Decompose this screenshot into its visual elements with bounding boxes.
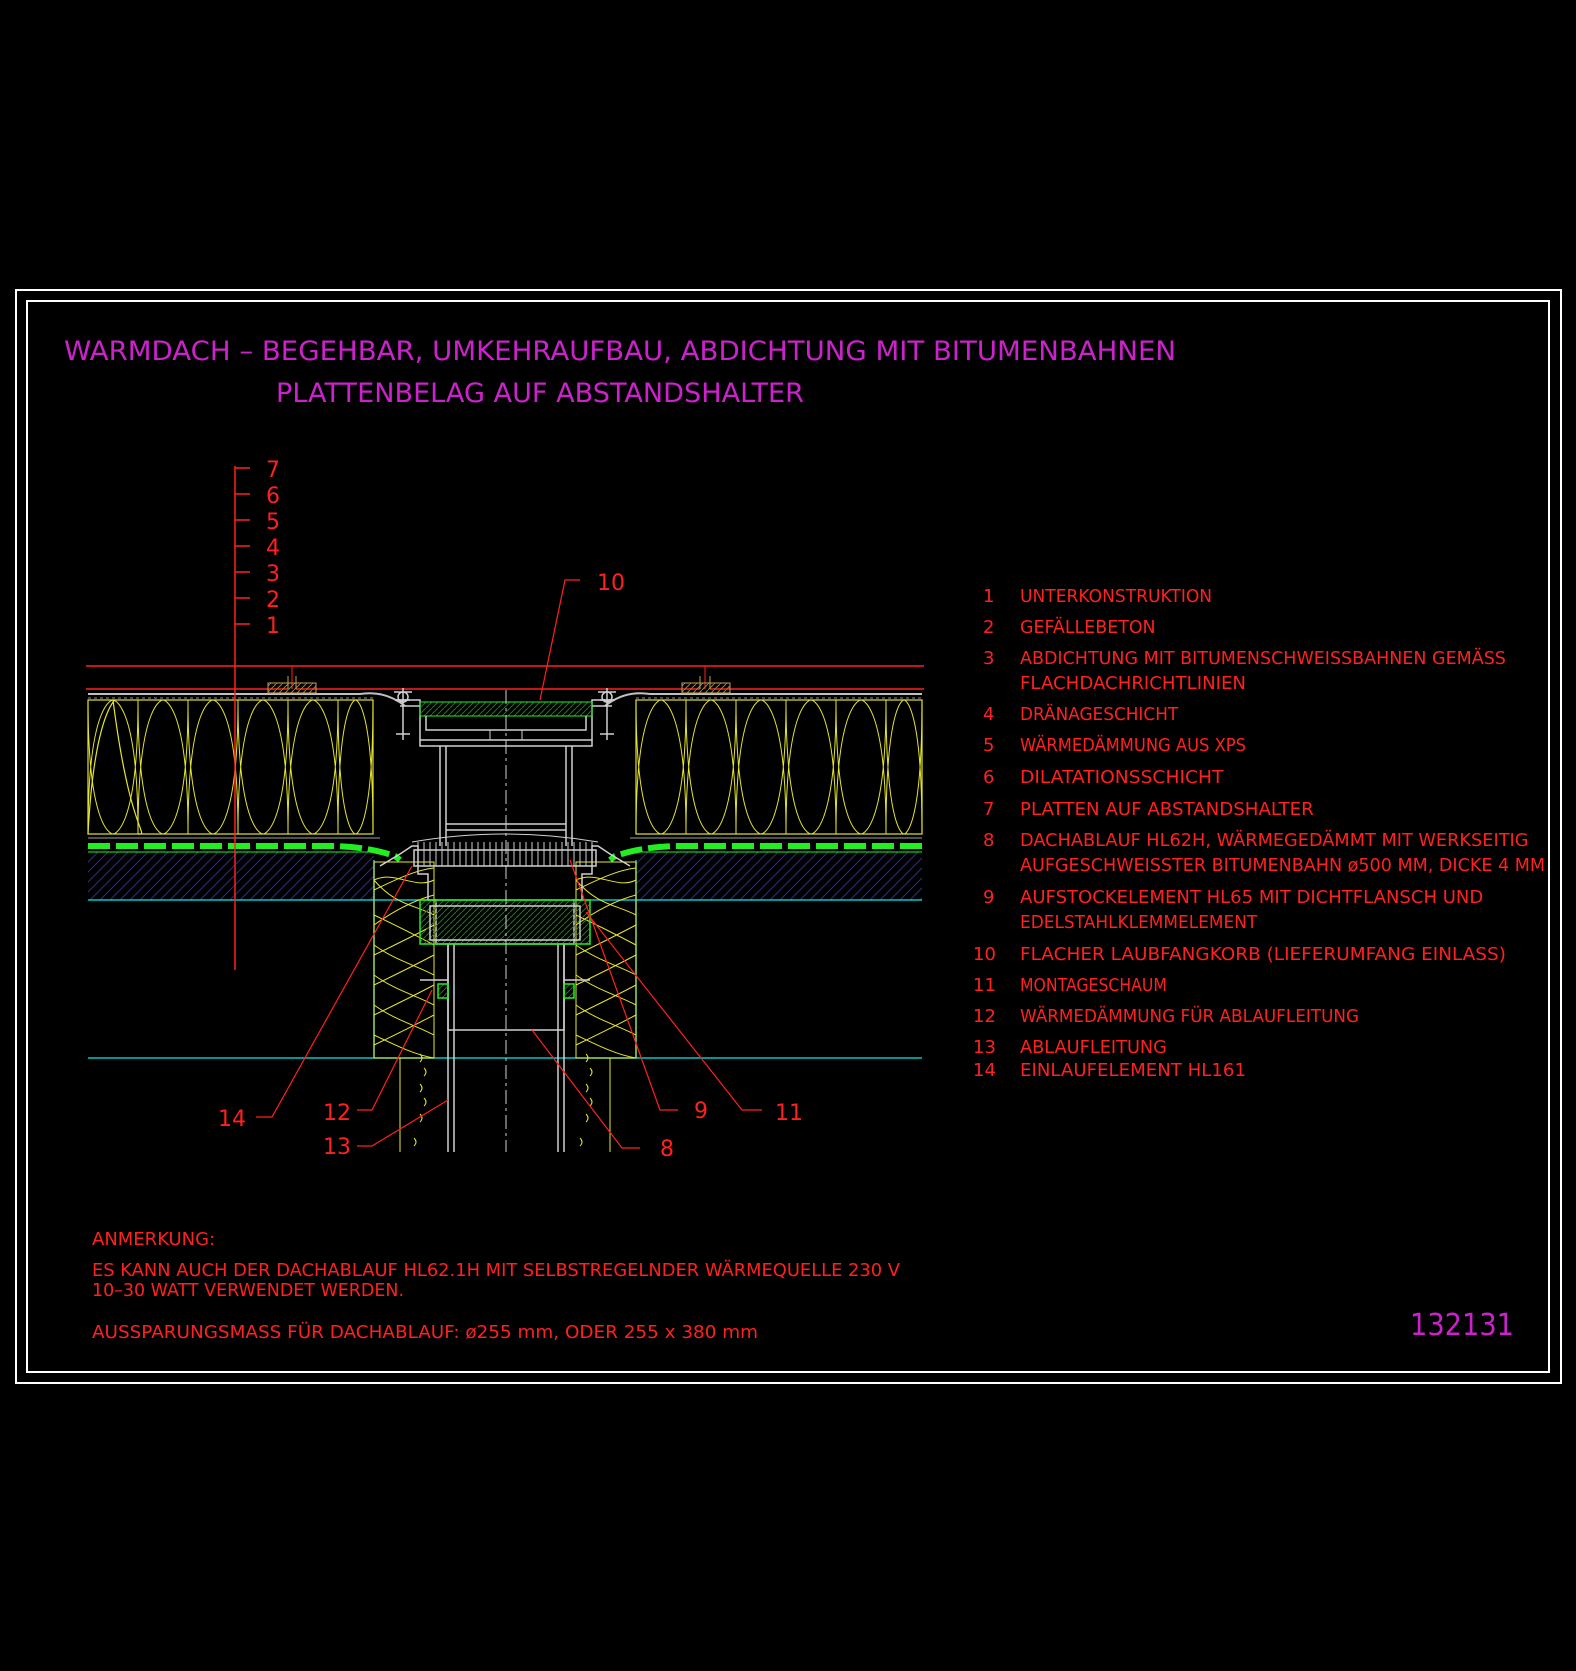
leader-lines xyxy=(256,579,762,1149)
roof-drain-body xyxy=(379,845,631,1031)
callout-10: 10 xyxy=(597,571,625,596)
legend-number: 5 xyxy=(983,735,994,756)
notes-line-2: 10–30 WATT VERWENDET WERDEN. xyxy=(92,1280,404,1301)
outer-frame xyxy=(15,289,1562,1384)
legend-number: 9 xyxy=(983,887,994,908)
legend-text: MONTAGESCHAUM xyxy=(1020,975,1167,996)
layer-scale-label: 7 xyxy=(266,458,280,483)
callout-11: 11 xyxy=(775,1101,803,1126)
layer-scale-label: 4 xyxy=(266,536,280,561)
legend-text: DACHABLAUF HL62H, WÄRMEGEDÄMMT MIT WERKS… xyxy=(1020,830,1529,851)
legend-text: FLACHDACHRICHTLINIEN xyxy=(1020,673,1246,694)
legend-text: PLATTEN AUF ABSTANDSHALTER xyxy=(1020,799,1314,820)
roof-section xyxy=(86,665,924,1152)
legend-text: WÄRMEDÄMMUNG FÜR ABLAUFLEITUNG xyxy=(1020,1005,1359,1027)
legend-text: WÄRMEDÄMMUNG AUS XPS xyxy=(1020,735,1246,756)
inner-frame xyxy=(26,300,1550,1373)
legend-text: AUFSTOCKELEMENT HL65 MIT DICHTFLANSCH UN… xyxy=(1020,887,1483,908)
clamp-bolts xyxy=(394,688,616,740)
layer-scale-label: 5 xyxy=(266,510,280,535)
legend-number: 4 xyxy=(983,704,994,725)
callout-13: 13 xyxy=(323,1135,351,1160)
legend-text: ABDICHTUNG MIT BITUMENSCHWEISSBAHNEN GEM… xyxy=(1020,648,1506,669)
drawing-number: 132131 xyxy=(1410,1308,1514,1343)
legend-number: 10 xyxy=(973,944,996,965)
callout-14: 14 xyxy=(218,1107,246,1132)
title-line-1: WARMDACH – BEGEHBAR, UMKEHRAUFBAU, ABDIC… xyxy=(64,336,1176,367)
legend-text: DRÄNAGESCHICHT xyxy=(1020,704,1179,725)
legend: 1 UNTERKONSTRUKTION 2 GEFÄLLEBETON 3 ABDICHTU… xyxy=(973,586,1545,1081)
legend-number: 1 xyxy=(983,586,994,607)
layer-scale-label: 3 xyxy=(266,562,280,587)
slope-concrete-right xyxy=(636,852,922,900)
legend-number: 14 xyxy=(973,1060,996,1081)
drainage-layer xyxy=(88,837,922,863)
callout-8: 8 xyxy=(660,1137,674,1162)
layer-scale-label: 6 xyxy=(266,484,280,509)
legend-number: 11 xyxy=(973,975,996,996)
legend-text: EINLAUFELEMENT HL161 xyxy=(1020,1060,1246,1081)
legend-text: AUFGESCHWEISSTER BITUMENBAHN ø500 MM, DI… xyxy=(1020,855,1545,876)
legend-text: UNTERKONSTRUKTION xyxy=(1020,586,1212,607)
upstand-element xyxy=(395,699,615,846)
notes-heading: ANMERKUNG: xyxy=(92,1229,215,1250)
callout-12: 12 xyxy=(323,1101,351,1126)
legend-number: 6 xyxy=(983,767,994,788)
legend-text: FLACHER LAUBFANGKORB (LIEFERUMFANG EINLA… xyxy=(1020,944,1506,965)
slope-concrete-left xyxy=(88,852,374,900)
legend-number: 8 xyxy=(983,830,994,851)
layer-scale-label: 1 xyxy=(266,614,280,639)
layer-scale-label: 2 xyxy=(266,588,280,613)
legend-number: 3 xyxy=(983,648,994,669)
legend-number: 2 xyxy=(983,617,994,638)
drain-grate xyxy=(411,833,599,866)
legend-text: DILATATIONSSCHICHT xyxy=(1020,767,1224,788)
legend-number: 13 xyxy=(973,1037,996,1058)
legend-number: 12 xyxy=(973,1006,996,1027)
legend-number: 7 xyxy=(983,799,994,820)
legend-text: EDELSTAHLKLEMMELEMENT xyxy=(1020,912,1258,933)
legend-text: ABLAUFLEITUNG xyxy=(1020,1037,1167,1058)
spacer-right xyxy=(681,682,731,694)
legend-text: GEFÄLLEBETON xyxy=(1020,617,1156,638)
callout-9: 9 xyxy=(694,1099,708,1124)
drain-pipe xyxy=(399,944,611,1152)
spacer-left xyxy=(267,682,317,694)
notes-line-1: ES KANN AUCH DER DACHABLAUF HL62.1H MIT … xyxy=(92,1260,901,1281)
notes-line-3: AUSSPARUNGSMASS FÜR DACHABLAUF: ø255 mm,… xyxy=(92,1321,758,1343)
title-line-2: PLATTENBELAG AUF ABSTANDSHALTER xyxy=(276,378,804,409)
dilatation-layer xyxy=(88,692,922,707)
xps-waves xyxy=(87,699,923,835)
